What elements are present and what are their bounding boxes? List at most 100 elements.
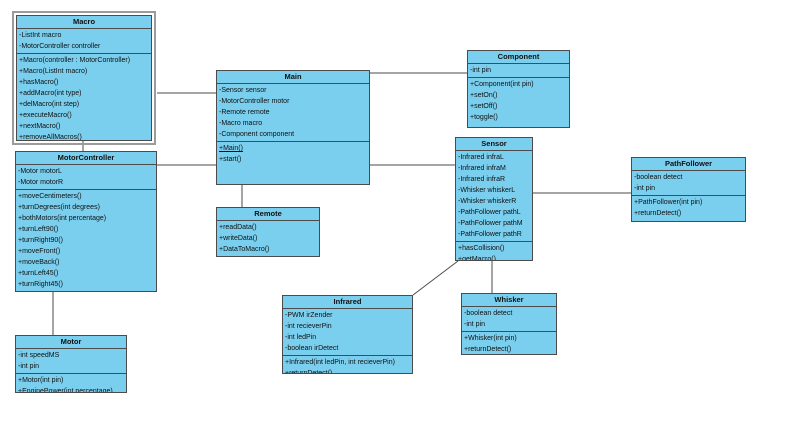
attribute-row: -MotorController motor [219, 98, 290, 105]
method-row: +turnLeft90() [18, 226, 59, 233]
method-row: +readData() [219, 224, 257, 231]
class-attributes-section: -Motor motorL-Motor motorR [16, 164, 156, 189]
method-row: +EnginePower(int percentage) [18, 388, 113, 392]
class-attributes-section: -boolean detect -int pin [462, 306, 556, 331]
class-attributes-section: -Sensor sensor -MotorController motor -Rem… [217, 83, 369, 141]
method-row: +turnDegrees(int degrees) [18, 204, 100, 211]
attribute-row: -PathFollower pathM [458, 220, 523, 227]
class-methods-section: +hasCollision() +getMacro() [456, 241, 532, 260]
attribute-row: -Whisker whiskerL [458, 187, 516, 194]
method-row: +nextMacro() [19, 123, 61, 130]
association-sensor-infrared[interactable] [412, 260, 459, 296]
method-row: +hasCollision() [458, 245, 505, 252]
class-attributes-section: -Infrared infraL-Infrared infraM-Infrare… [456, 150, 532, 241]
class-attributes-section: -int pin [468, 63, 569, 77]
method-row: +executeMacro() [19, 112, 72, 119]
class-title-motor: Motor [60, 337, 82, 346]
attribute-row: -Infrared infraR [458, 176, 506, 183]
attribute-row: -int speedMS [18, 352, 60, 359]
method-row: +delMacro(int step) [19, 101, 80, 108]
class-pathfollower[interactable]: PathFollower -boolean detect -int pin +Path… [631, 157, 746, 222]
attribute-row: -int pin [18, 363, 40, 370]
attribute-row: -int pin [634, 185, 656, 192]
method-row: +turnLeft45() [18, 270, 59, 277]
class-methods-section: +Infrared(int ledPin, int recieverPin) +r… [283, 355, 412, 373]
class-attributes-section: -ListInt macro -MotorController controlle… [17, 28, 151, 53]
method-row: +getMacro() [458, 256, 496, 260]
method-row: +setOn() [470, 92, 498, 99]
method-row: +turnRight45() [18, 281, 63, 288]
class-methods-section: +Motor(int pin) +EnginePower(int percenta… [16, 373, 126, 392]
method-row: +addMacro(int type) [19, 90, 82, 97]
class-title-whisker: Whisker [494, 295, 524, 304]
class-title-macro: Macro [72, 17, 96, 26]
method-row: +DataToMacro() [219, 246, 270, 253]
method-row: +returnDetect() [285, 368, 410, 373]
method-row: +Macro(controller : MotorController) [19, 57, 131, 64]
class-main[interactable]: Main -Sensor sensor -MotorController motor… [216, 70, 370, 185]
attribute-row: -PWM irZender [285, 312, 333, 319]
method-row: +PathFollower(int pin) [634, 199, 703, 206]
attribute-row: -MotorController controller [19, 43, 101, 50]
attribute-row: -Infrared infraM [458, 165, 506, 172]
method-row: +turnRight90() [18, 237, 63, 244]
class-methods-section: +moveCentimeters() +turnDegrees(int degre… [16, 189, 156, 291]
attribute-row: -Motor motorL [18, 168, 62, 175]
attribute-row: -int pin [464, 321, 486, 328]
method-row: +bothMotors(int percentage) [18, 215, 107, 222]
class-attributes-section: -PWM irZender -int recieverPin -int ledPin… [283, 308, 412, 355]
method-row: +start() [219, 156, 242, 163]
class-title-main: Main [284, 72, 302, 81]
class-title-component: Component [497, 52, 540, 61]
class-title-pathfollower: PathFollower [664, 159, 713, 168]
method-row: +moveBack() [18, 259, 60, 266]
class-sensor[interactable]: Sensor -Infrared infraL-Infrared infraM-I… [455, 137, 533, 261]
attribute-row: -Remote remote [219, 109, 270, 116]
class-motorcontroller[interactable]: MotorController-Motor motorL-Motor motor… [15, 151, 157, 292]
attribute-row: -ListInt macro [19, 32, 62, 39]
method-row: +Main() [219, 145, 243, 152]
attribute-row: -boolean irDetect [285, 345, 339, 352]
method-row: +returnDetect() [634, 210, 682, 217]
method-row: +removeAllMacros() [19, 134, 82, 140]
class-motor[interactable]: Motor-int speedMS -int pin +Motor(int pin)… [15, 335, 127, 393]
class-macro[interactable]: Macro -ListInt macro -MotorController cont… [12, 11, 156, 145]
attribute-row: -Macro macro [219, 120, 263, 127]
attribute-row: -int pin [470, 67, 492, 74]
attribute-row: -boolean detect [464, 310, 513, 317]
class-title-sensor: Sensor [481, 139, 507, 148]
method-row: +writeData() [219, 235, 258, 242]
attribute-row: -boolean detect [634, 174, 683, 181]
attribute-row: -int recieverPin [285, 323, 332, 330]
method-row: +moveCentimeters() [18, 193, 82, 200]
attribute-row: -Component component [219, 131, 295, 138]
method-row: +Whisker(int pin) [464, 335, 517, 342]
class-methods-section: +readData() +writeData() +DataToMacro() [217, 220, 319, 256]
class-component[interactable]: Component -int pin +Component(int pin) +set… [467, 50, 570, 128]
class-methods-section: +Main() +start() [217, 141, 369, 184]
method-row: +hasMacro() [19, 79, 59, 86]
class-methods-section: +Macro(controller : MotorController)+Mac… [17, 53, 151, 140]
method-row: +moveFront() [18, 248, 61, 255]
attribute-row: -Sensor sensor [219, 87, 267, 94]
class-methods-section: +Component(int pin) +setOn() +setOff() +tog… [468, 77, 569, 127]
method-row: +Infrared(int ledPin, int recieverPin) [285, 359, 395, 366]
class-whisker[interactable]: Whisker -boolean detect -int pin +Whisker(i… [461, 293, 557, 355]
class-attributes-section: -int speedMS -int pin [16, 348, 126, 373]
class-title-remote: Remote [254, 209, 282, 218]
method-row: +Component(int pin) [470, 81, 534, 88]
class-remote[interactable]: Remote +readData() +writeData() +DataToMacr… [216, 207, 320, 257]
method-row: +toggle() [470, 114, 498, 121]
attribute-row: -int ledPin [285, 334, 317, 341]
method-row: +setOff() [470, 103, 498, 110]
class-attributes-section: -boolean detect -int pin [632, 170, 745, 195]
method-row: +returnDetect() [464, 346, 512, 353]
method-row: +Motor(int pin) [18, 377, 64, 384]
class-title-infrared: Infrared [333, 297, 362, 306]
attribute-row: -Whisker whiskerR [458, 198, 517, 205]
class-infrared[interactable]: Infrared-PWM irZender -int recieverPin -in… [282, 295, 413, 374]
attribute-row: -PathFollower pathL [458, 209, 521, 216]
class-methods-section: +PathFollower(int pin) +returnDetect() [632, 195, 745, 221]
